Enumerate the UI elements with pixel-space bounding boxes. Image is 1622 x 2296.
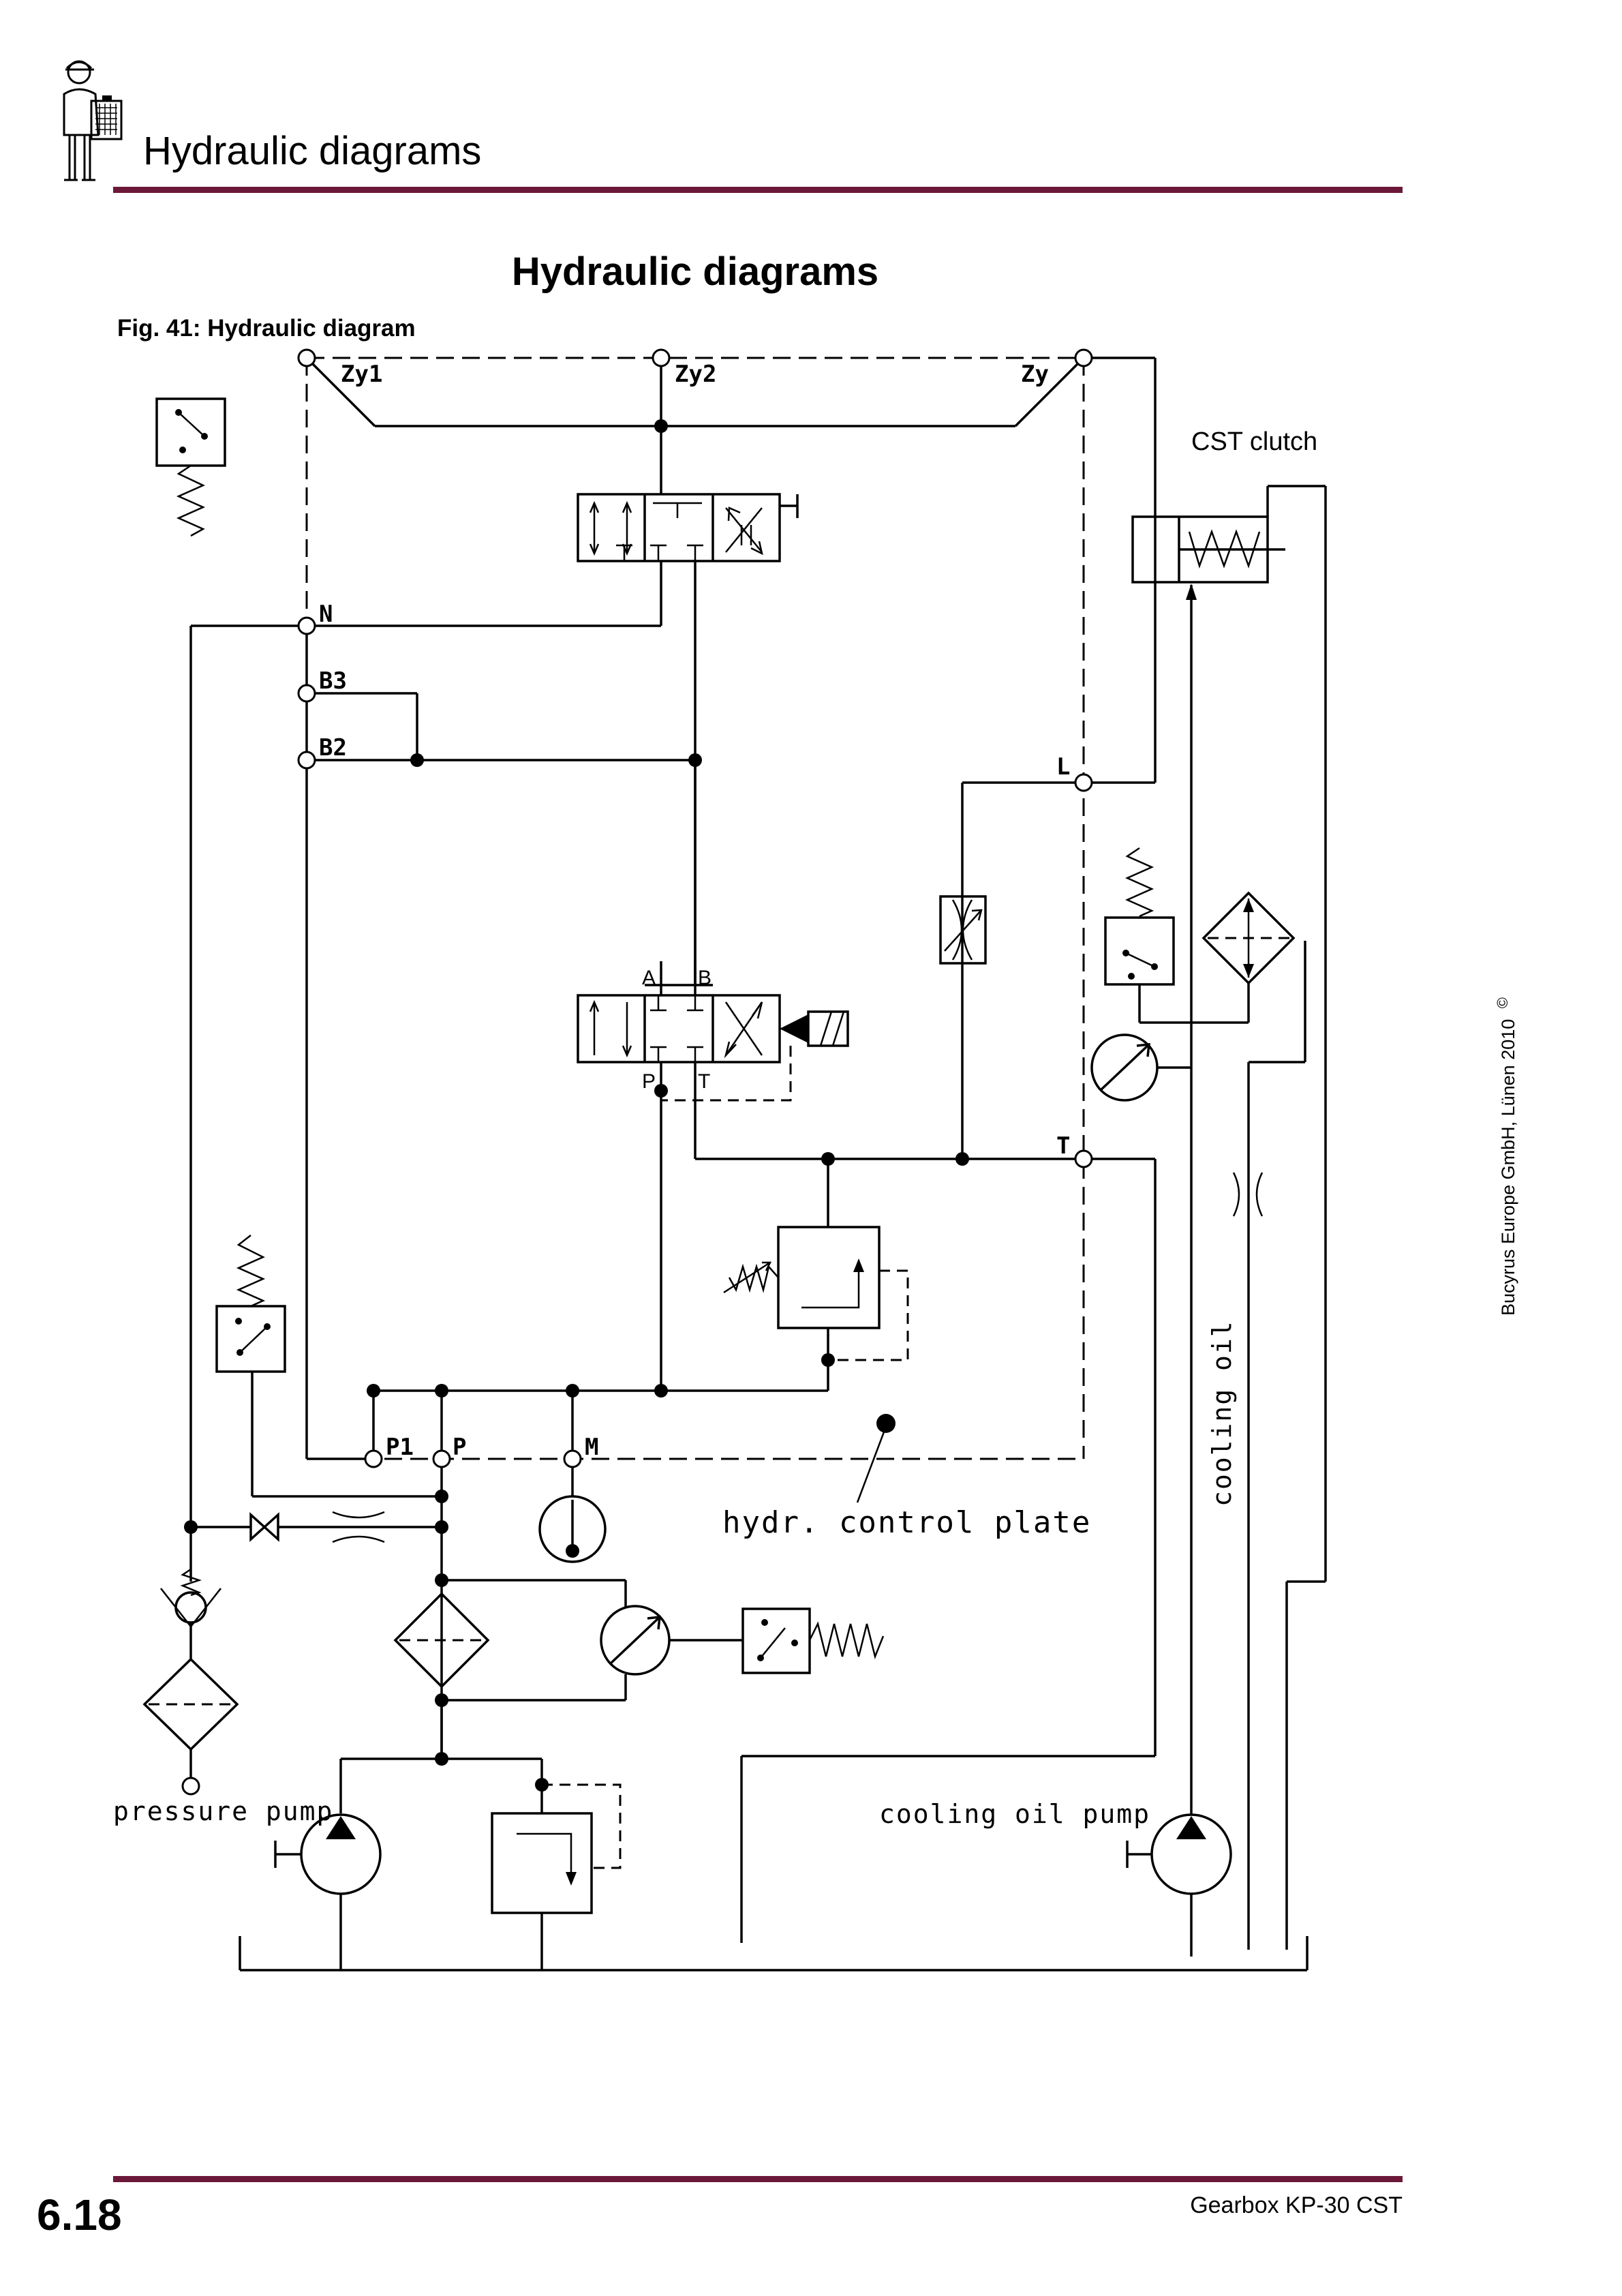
valve-port-b: B	[698, 967, 711, 989]
valve-port-t: T	[698, 1070, 710, 1093]
pressure-gauge-m	[538, 1459, 607, 1563]
port-label-zy: Zy	[1021, 361, 1049, 388]
diagram-title: Hydraulic diagrams	[511, 250, 879, 294]
footer-rule	[113, 2176, 1403, 2182]
valve-port-p: P	[642, 1070, 656, 1093]
junction-dots	[184, 419, 969, 1792]
pressure-relief-valve-lower	[491, 1783, 622, 1970]
pressure-pump	[274, 1813, 382, 1970]
label-cooling-oil: cooling oil	[1207, 1320, 1237, 1507]
port-label-zy2: Zy2	[675, 361, 716, 388]
label-pressure-pump: pressure pump	[113, 1796, 333, 1826]
port-label-m: M	[585, 1434, 598, 1461]
check-valve-and-suction-filter	[142, 1527, 239, 1796]
copyright-notice: Bucyrus Europe GmbH, Lünen 2010 ©	[1494, 961, 1521, 1316]
shutoff-valve-and-orifice	[191, 1511, 442, 1543]
port-label-l: L	[1056, 753, 1070, 781]
port-label-p: P	[453, 1434, 466, 1461]
port-label-b3: B3	[319, 667, 347, 695]
pressure-filter	[393, 1579, 885, 1702]
figure-caption: Fig. 41: Hydraulic diagram	[117, 315, 416, 342]
port-label-t: T	[1056, 1132, 1070, 1160]
page-number: 6.18	[37, 2190, 122, 2239]
cooling-filter	[1191, 891, 1296, 1024]
ports	[297, 348, 1093, 1468]
port-label-b2: B2	[319, 734, 347, 761]
pressure-relief-valve-upper	[723, 1159, 909, 1391]
label-control-plate: hydr. control plate	[722, 1505, 1091, 1540]
lower-directional-valve	[577, 961, 849, 1159]
pilot-lines-zy	[305, 357, 1157, 784]
label-cst-clutch: CST clutch	[1191, 427, 1317, 456]
port-label-n: N	[319, 601, 333, 628]
adjustable-throttle	[939, 895, 987, 965]
footer-document-title: Gearbox KP-30 CST	[1190, 2192, 1403, 2218]
copyright-symbol: ©	[1494, 997, 1511, 1009]
port-label-zy1: Zy1	[341, 361, 382, 388]
cooling-orifice	[1232, 1172, 1264, 1217]
upper-directional-valve	[577, 493, 799, 562]
pressure-gauge-right	[1090, 1033, 1191, 1102]
header-rule	[113, 187, 1403, 193]
copyright-text: Bucyrus Europe GmbH, Lünen 2010	[1498, 1018, 1518, 1316]
label-cooling-oil-pump: cooling oil pump	[879, 1799, 1150, 1829]
pressure-switch-upper-left	[155, 397, 226, 537]
header-title: Hydraulic diagrams	[143, 129, 482, 173]
valve-port-a: A	[642, 967, 656, 989]
cooling-oil-pump	[1126, 584, 1232, 1957]
pressure-switch-right	[1104, 847, 1191, 1024]
pressure-switch-lower-left	[215, 1235, 442, 1498]
cst-clutch-cylinder	[1131, 515, 1285, 584]
port-label-p1: P1	[386, 1434, 414, 1461]
technician-manual-icon	[50, 53, 139, 183]
